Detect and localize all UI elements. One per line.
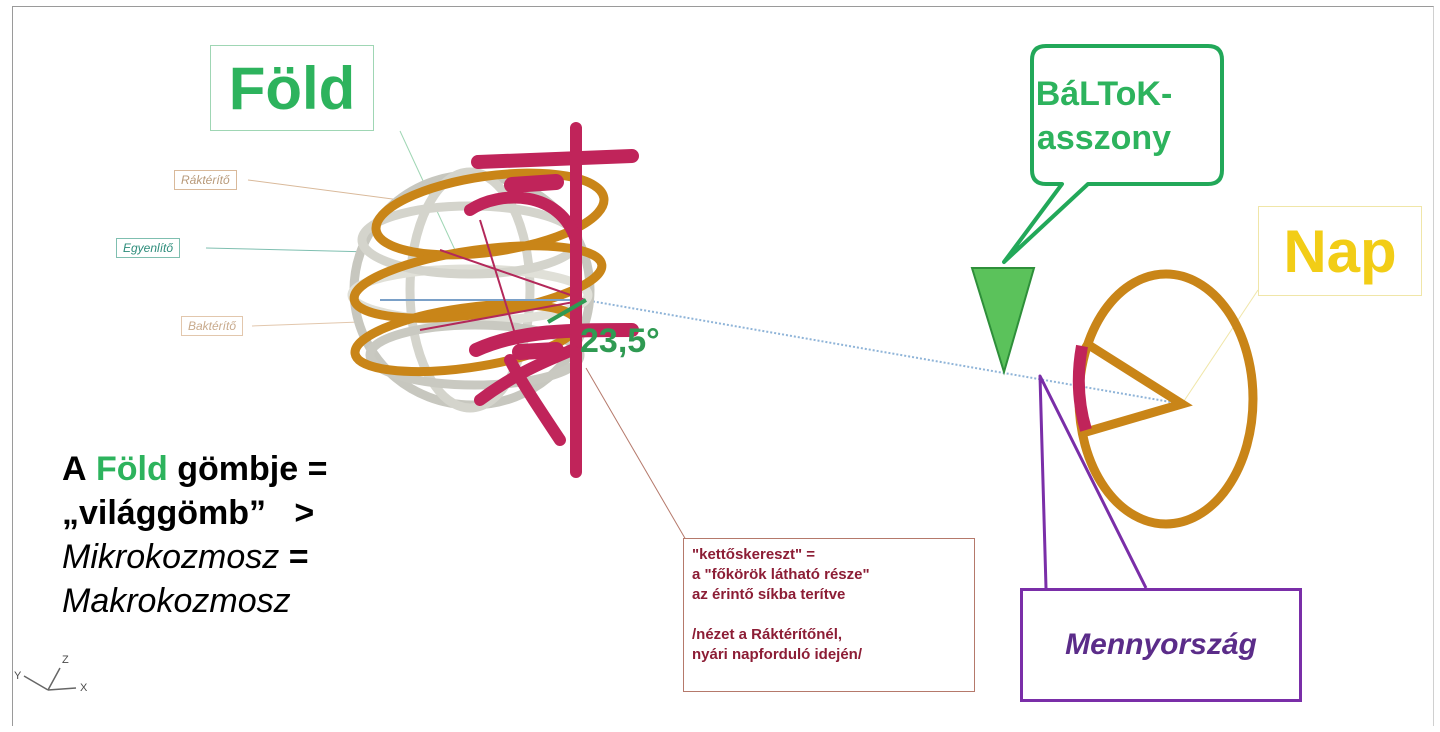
raktérítő-label: Ráktérítő bbox=[174, 170, 237, 190]
caption-a: A bbox=[62, 450, 87, 488]
cross-lower-arc bbox=[504, 354, 566, 446]
nap-label: Nap bbox=[1258, 206, 1422, 296]
axis-y-label: Y bbox=[14, 670, 22, 682]
sun-arc bbox=[1072, 344, 1092, 432]
cross-lower-stub bbox=[512, 342, 564, 360]
viewport-frame bbox=[12, 6, 1434, 726]
axis-x-line bbox=[47, 687, 77, 691]
kettoskereszt-note: "kettőskereszt" = a "főkörök látható rés… bbox=[683, 538, 975, 692]
caption-line-3: Mikrokozmosz = bbox=[62, 535, 327, 579]
baktérítő-leader bbox=[251, 321, 361, 327]
axis-x-label: X bbox=[80, 682, 88, 694]
inner-axis bbox=[479, 219, 521, 351]
speech-bubble bbox=[1002, 44, 1224, 264]
raktérítő-leader bbox=[247, 179, 401, 201]
double-cross bbox=[464, 122, 639, 478]
meridian-ring bbox=[405, 167, 535, 413]
axis-triad bbox=[23, 667, 77, 691]
baltok-triangle bbox=[970, 267, 1036, 376]
caption-makro: Makrokozmosz bbox=[62, 582, 291, 620]
egyenlito-leader bbox=[205, 247, 373, 253]
inner-axis bbox=[419, 299, 586, 331]
note-line-2: a "főkörök látható része" bbox=[692, 566, 870, 583]
cross-upper-bar bbox=[471, 149, 639, 169]
sun-wedge bbox=[1081, 338, 1193, 437]
cross-lower-bar bbox=[469, 323, 639, 357]
bubble-line-2: asszony bbox=[1036, 119, 1172, 157]
note-line-3: az érintő síkba terítve bbox=[692, 586, 846, 603]
cross-upper-stub bbox=[504, 174, 564, 193]
tilt-angle-label: 23,5° bbox=[580, 322, 660, 360]
note-line-1: "kettőskereszt" = bbox=[692, 546, 816, 563]
caption-vilaggomb: „világgömb” > bbox=[62, 494, 315, 532]
axis-y-line bbox=[23, 675, 49, 691]
caption: A Föld gömbje = „világgömb” > Mikrokozmo… bbox=[62, 447, 327, 623]
note-leader bbox=[585, 367, 687, 541]
axis-z-label: Z bbox=[62, 654, 69, 666]
baktérítő-label: Baktérítő bbox=[181, 316, 244, 336]
caption-line-1: A Föld gömbje = bbox=[62, 447, 327, 491]
caption-mikro: Mikrokozmosz bbox=[62, 538, 280, 576]
bubble-line-1: BáLToK- bbox=[1035, 75, 1173, 113]
note-spacer bbox=[692, 605, 966, 625]
note-line-4: /nézet a Ráktérítőnél, bbox=[692, 626, 843, 643]
mennyorszag-pointer bbox=[1038, 374, 1148, 589]
caption-eq: = bbox=[288, 538, 309, 576]
angle-marker bbox=[546, 298, 588, 324]
nap-leader bbox=[1181, 289, 1259, 405]
note-line-5: nyári napforduló idején/ bbox=[692, 646, 863, 663]
cross-upper-arc bbox=[464, 191, 582, 246]
caption-line-2: „világgömb” > bbox=[62, 491, 327, 535]
caption-gombje: gömbje = bbox=[177, 450, 328, 488]
egyenlito-label: Egyenlítő bbox=[116, 238, 181, 258]
fold-label: Föld bbox=[210, 45, 374, 131]
cross-lower-arc bbox=[474, 344, 578, 406]
mennyorszag-label: Mennyország bbox=[1020, 588, 1302, 702]
speech-bubble-text: BáLToK- asszony bbox=[1018, 72, 1190, 160]
caption-fold: Föld bbox=[96, 450, 168, 488]
axis-z-line bbox=[47, 667, 61, 691]
caption-line-4: Makrokozmosz bbox=[62, 579, 327, 623]
ecliptic-ring bbox=[349, 241, 607, 323]
inner-axis bbox=[439, 249, 586, 301]
